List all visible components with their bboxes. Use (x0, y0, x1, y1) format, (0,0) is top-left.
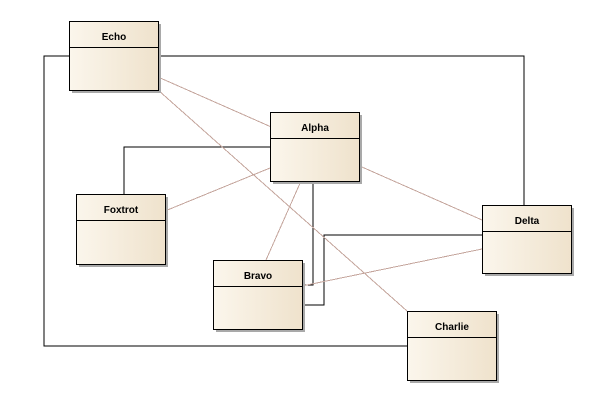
class-name-delta: Delta (515, 216, 540, 227)
connector-echo-charlie-diag[interactable] (157, 89, 408, 312)
connector-delta-bravo-elbow[interactable] (302, 234, 482, 306)
class-box-foxtrot[interactable]: Foxtrot (76, 194, 169, 268)
box-body (482, 205, 572, 274)
class-name-alpha: Alpha (301, 123, 329, 134)
class-name-foxtrot: Foxtrot (104, 205, 139, 216)
class-name-charlie: Charlie (435, 322, 469, 333)
box-body (76, 194, 166, 265)
connector-alpha-bravo-diag[interactable] (265, 180, 302, 261)
box-body (407, 311, 497, 381)
box-body (69, 21, 159, 91)
connector-echo-delta-frame[interactable] (158, 55, 525, 205)
class-name-bravo: Bravo (244, 271, 272, 282)
class-name-echo: Echo (102, 32, 126, 43)
connector-alpha-foxtrot-diag[interactable] (164, 167, 271, 212)
connector-alpha-foxtrot-elbow[interactable] (123, 146, 270, 194)
connector-echo-charlie-frame[interactable] (43, 55, 407, 347)
class-box-alpha[interactable]: Alpha (270, 112, 363, 185)
connector-delta-bravo-diag[interactable] (301, 248, 483, 287)
class-box-delta[interactable]: Delta (482, 205, 575, 277)
class-box-charlie[interactable]: Charlie (407, 311, 500, 384)
class-box-echo[interactable]: Echo (69, 21, 162, 94)
box-body (270, 112, 360, 182)
class-box-bravo[interactable]: Bravo (213, 260, 306, 333)
box-body (213, 260, 303, 330)
